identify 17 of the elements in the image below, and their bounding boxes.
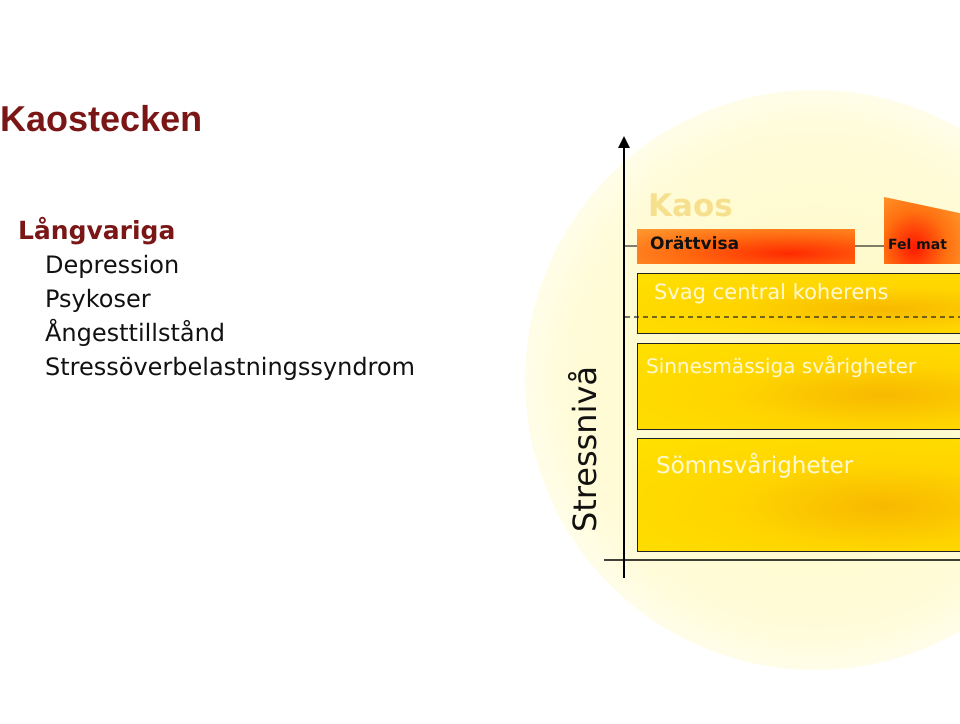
box-label: Fel mat: [888, 237, 947, 253]
box-label: Svag central koherens: [654, 280, 888, 304]
level-box: [637, 438, 960, 552]
zone-label: Kaos: [648, 188, 733, 224]
level-box: [637, 343, 960, 430]
slide-title: Kaostecken: [0, 98, 202, 140]
box-label: Sinnesmässiga svårigheter: [646, 354, 916, 378]
level-box: [637, 229, 855, 264]
list-item: Stressöverbelastningssyndrom: [45, 353, 415, 381]
list-item: Depression: [45, 251, 180, 279]
list-heading: Långvariga: [18, 216, 176, 245]
list-item: Ångesttillstånd: [45, 319, 226, 347]
level-box: [637, 273, 960, 334]
list-item: Psykoser: [45, 285, 151, 313]
box-label: Orättvisa: [650, 234, 740, 254]
box-label: Sömnsvårigheter: [656, 453, 854, 479]
axis-label: Stressnivå: [566, 364, 604, 534]
